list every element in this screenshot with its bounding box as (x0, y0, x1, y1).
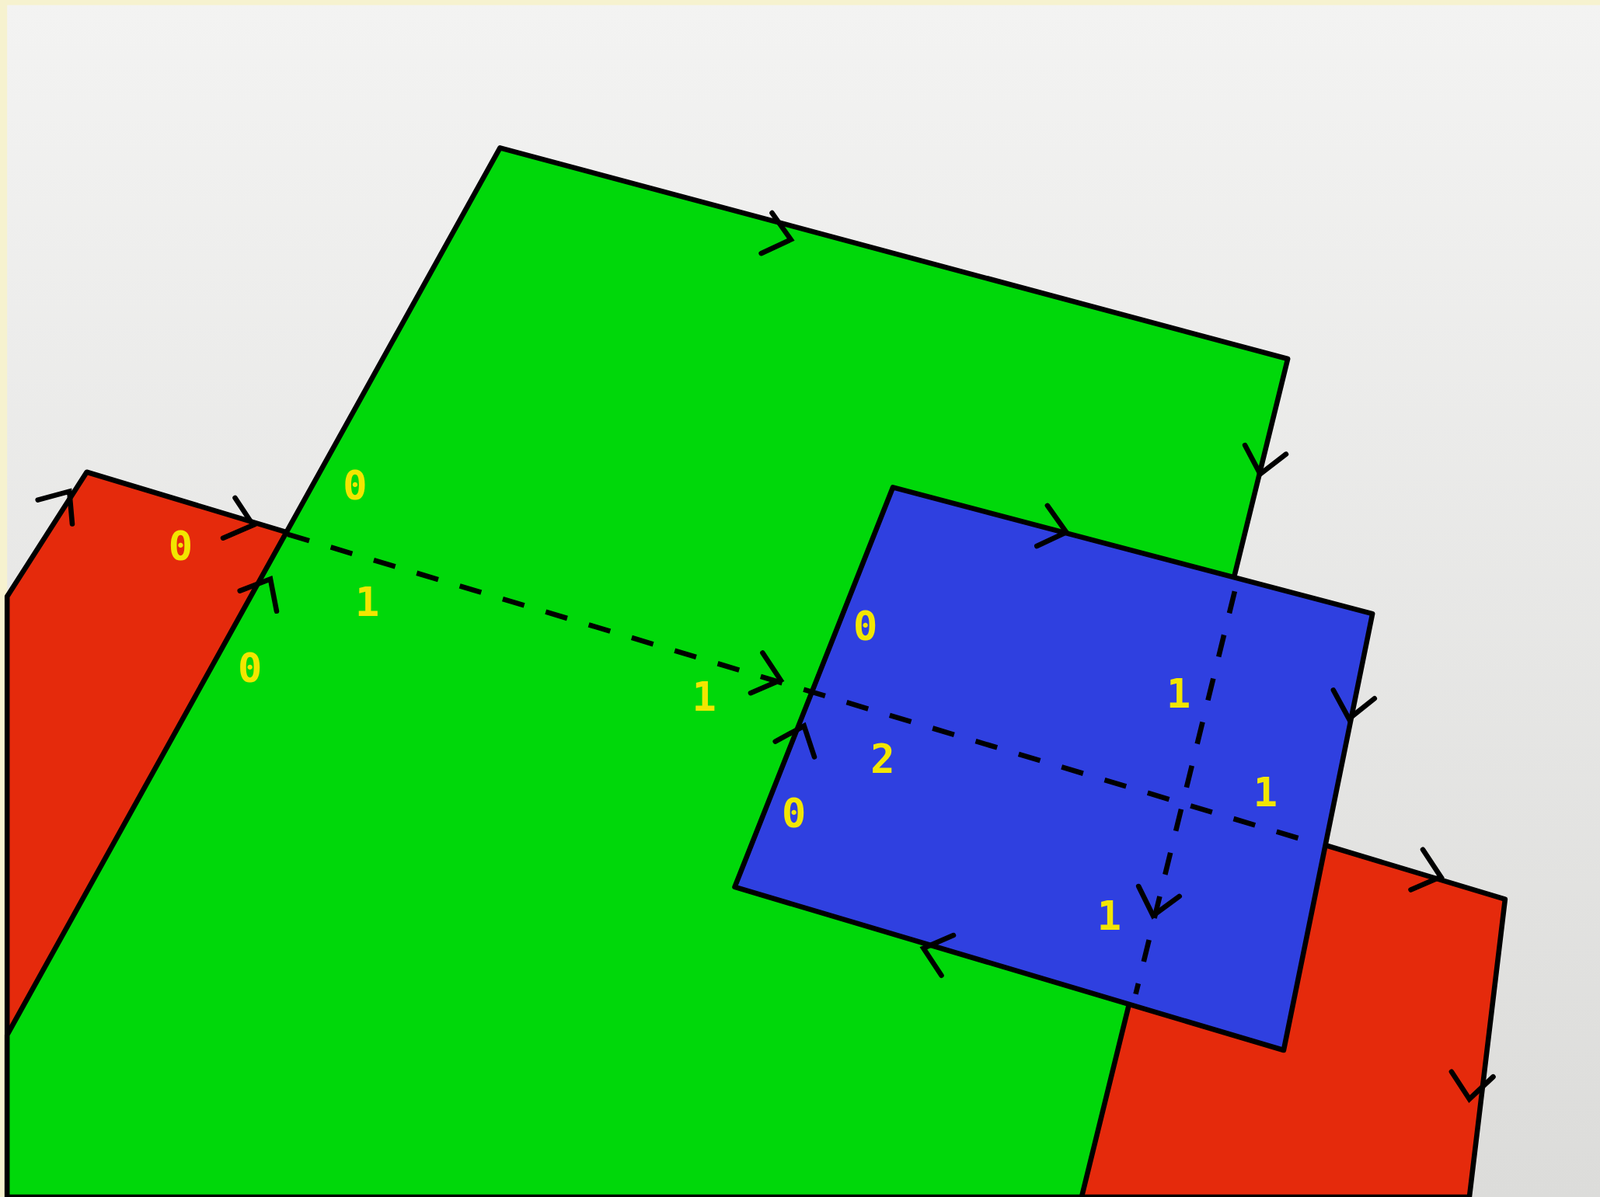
direction-arrowhead (775, 726, 815, 758)
winding-number: 0 (853, 606, 878, 647)
direction-arrowhead (1451, 1072, 1494, 1100)
winding-number: 0 (342, 465, 367, 506)
winding-number: 1 (1097, 895, 1122, 937)
hidden-red-edge (287, 534, 1318, 845)
direction-arrowhead (1036, 505, 1067, 547)
direction-arrowhead (240, 579, 277, 612)
blue-rectangle (734, 487, 1373, 1051)
winding-number: 2 (870, 738, 895, 780)
paper-background (6, 5, 1600, 1197)
hidden-green-edge (1136, 591, 1235, 994)
direction-arrowhead (1138, 886, 1180, 917)
winding-number: 1 (1166, 673, 1191, 715)
direction-arrowhead (923, 935, 954, 977)
winding-number: 0 (168, 526, 193, 567)
direction-arrowhead (1411, 850, 1442, 891)
direction-arrowhead (223, 498, 254, 539)
winding-number: 1 (691, 676, 716, 718)
direction-arrowhead (1333, 690, 1375, 720)
direction-arrowhead (750, 652, 781, 694)
direction-arrowhead (1244, 445, 1287, 475)
direction-arrowhead (761, 212, 792, 254)
direction-arrowhead (38, 491, 73, 525)
winding-number: 0 (781, 793, 806, 834)
winding-number: 1 (355, 582, 380, 623)
winding-number: 1 (1253, 772, 1278, 813)
winding-number: 0 (237, 648, 262, 689)
